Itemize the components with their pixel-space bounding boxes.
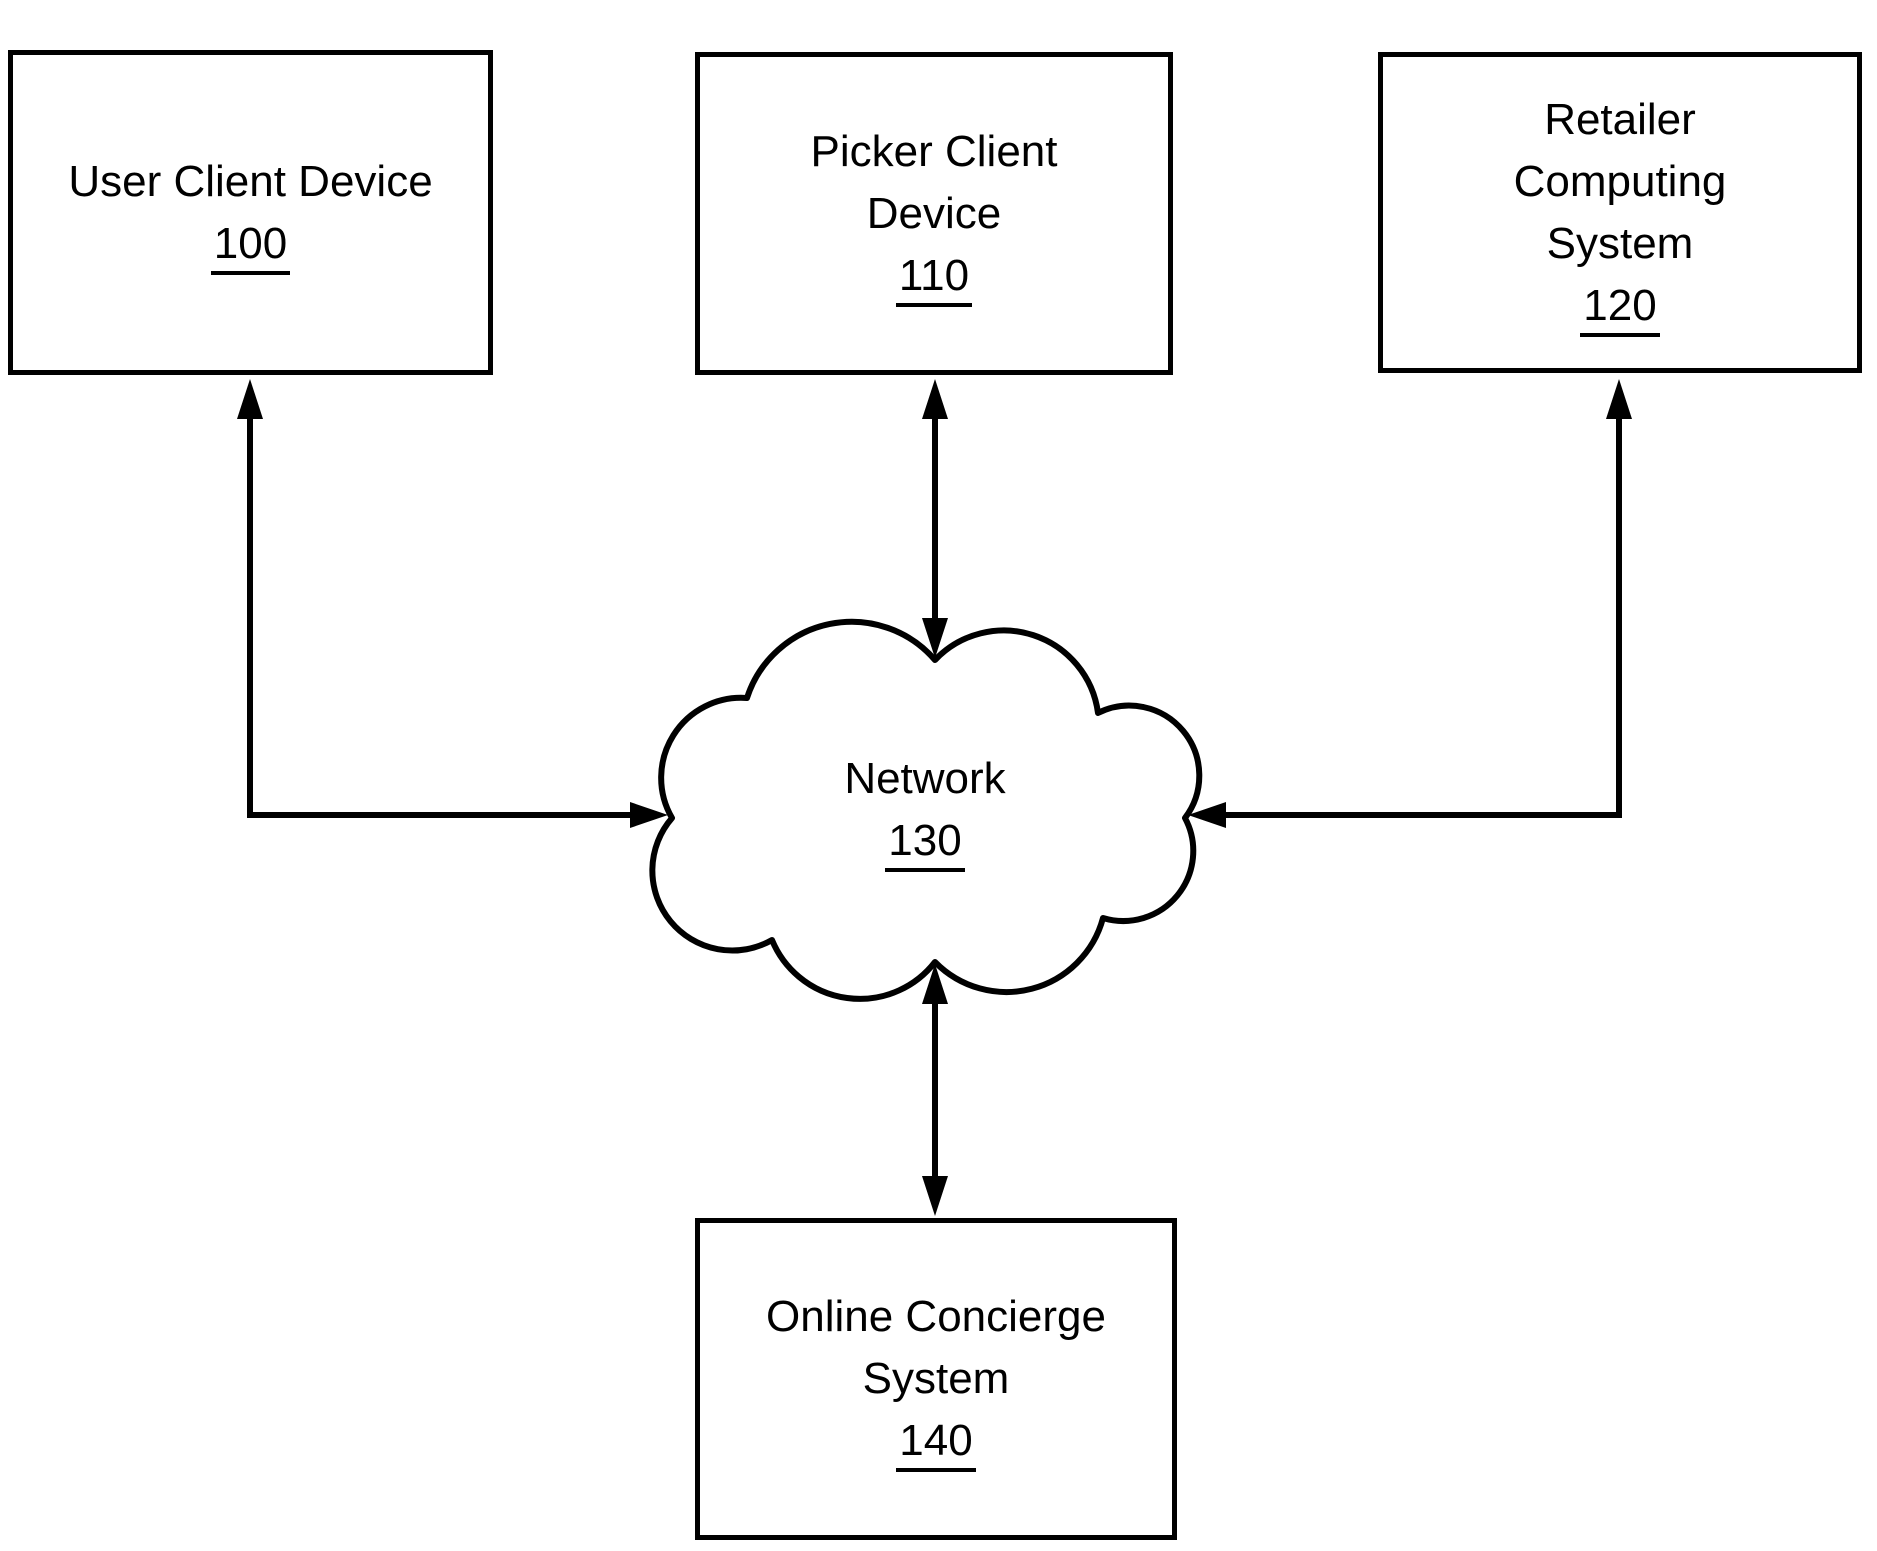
retailer-computing-system-label-line2: Computing	[1513, 156, 1727, 206]
retailer-computing-system-box: Retailer Computing System 120	[1378, 52, 1862, 373]
arrowhead-down-network-top	[922, 618, 948, 658]
arrow-picker-to-network	[922, 379, 948, 658]
network-label: Network	[844, 754, 1006, 803]
arrow-user-to-network	[237, 379, 668, 828]
arrow-network-to-online	[922, 964, 948, 1216]
user-client-device-box: User Client Device 100	[8, 50, 493, 375]
user-client-device-ref: 100	[210, 218, 291, 275]
picker-client-device-label-line1: Picker Client	[810, 126, 1058, 176]
picker-client-device-ref: 110	[895, 250, 973, 307]
arrowhead-left-network	[1188, 802, 1226, 828]
retailer-computing-system-label-line3: System	[1546, 218, 1694, 268]
arrowhead-up-picker	[922, 379, 948, 419]
online-concierge-system-label-line1: Online Concierge	[766, 1292, 1106, 1341]
arrowhead-down-online	[922, 1176, 948, 1216]
arrowhead-up-retailer	[1606, 379, 1632, 419]
retailer-computing-system-label-line1: Retailer	[1544, 94, 1696, 144]
user-client-device-label: User Client Device	[68, 156, 433, 206]
arrowhead-right-network	[630, 802, 668, 828]
online-concierge-system-label-line2: System	[862, 1354, 1010, 1403]
picker-client-device-label-line2: Device	[866, 188, 1002, 238]
arrowhead-up-user	[237, 379, 263, 419]
arrow-retailer-to-network	[1188, 379, 1632, 828]
retailer-computing-system-ref: 120	[1580, 280, 1660, 337]
online-concierge-system-ref: 140	[896, 1415, 976, 1472]
network-cloud: Network 130	[660, 660, 1190, 960]
picker-client-device-box: Picker Client Device 110	[695, 52, 1173, 375]
online-concierge-system-box: Online Concierge System 140	[695, 1218, 1177, 1540]
network-ref: 130	[885, 815, 965, 872]
network-cloud-shape	[649, 618, 1203, 1002]
arrowhead-up-network-bottom	[922, 964, 948, 1004]
